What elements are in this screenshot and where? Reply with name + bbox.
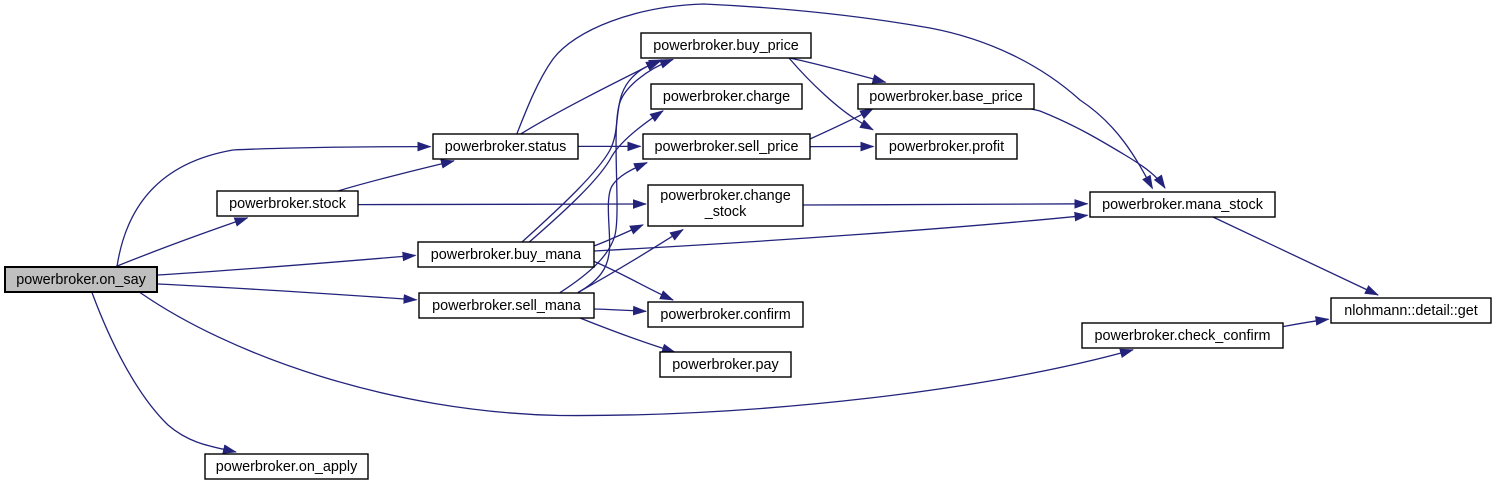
svg-text:powerbroker.check_confirm: powerbroker.check_confirm bbox=[1095, 328, 1271, 344]
svg-text:powerbroker.pay: powerbroker.pay bbox=[672, 357, 779, 373]
svg-text:powerbroker.confirm: powerbroker.confirm bbox=[660, 307, 790, 323]
svg-text:powerbroker.mana_stock: powerbroker.mana_stock bbox=[1102, 197, 1264, 213]
svg-text:powerbroker.on_say: powerbroker.on_say bbox=[16, 272, 146, 288]
svg-text:_stock: _stock bbox=[704, 204, 747, 220]
svg-text:powerbroker.buy_mana: powerbroker.buy_mana bbox=[431, 247, 581, 263]
svg-text:powerbroker.change: powerbroker.change bbox=[660, 188, 790, 204]
svg-text:powerbroker.sell_mana: powerbroker.sell_mana bbox=[432, 298, 581, 314]
svg-text:powerbroker.profit: powerbroker.profit bbox=[889, 139, 1004, 155]
svg-text:powerbroker.charge: powerbroker.charge bbox=[663, 89, 790, 105]
svg-text:powerbroker.base_price: powerbroker.base_price bbox=[869, 89, 1023, 105]
svg-text:powerbroker.stock: powerbroker.stock bbox=[229, 196, 347, 212]
svg-text:powerbroker.status: powerbroker.status bbox=[445, 139, 567, 155]
svg-text:powerbroker.sell_price: powerbroker.sell_price bbox=[655, 139, 799, 155]
svg-text:nlohmann::detail::get: nlohmann::detail::get bbox=[1344, 303, 1478, 319]
svg-text:powerbroker.buy_price: powerbroker.buy_price bbox=[653, 38, 799, 54]
svg-text:powerbroker.on_apply: powerbroker.on_apply bbox=[216, 459, 358, 475]
